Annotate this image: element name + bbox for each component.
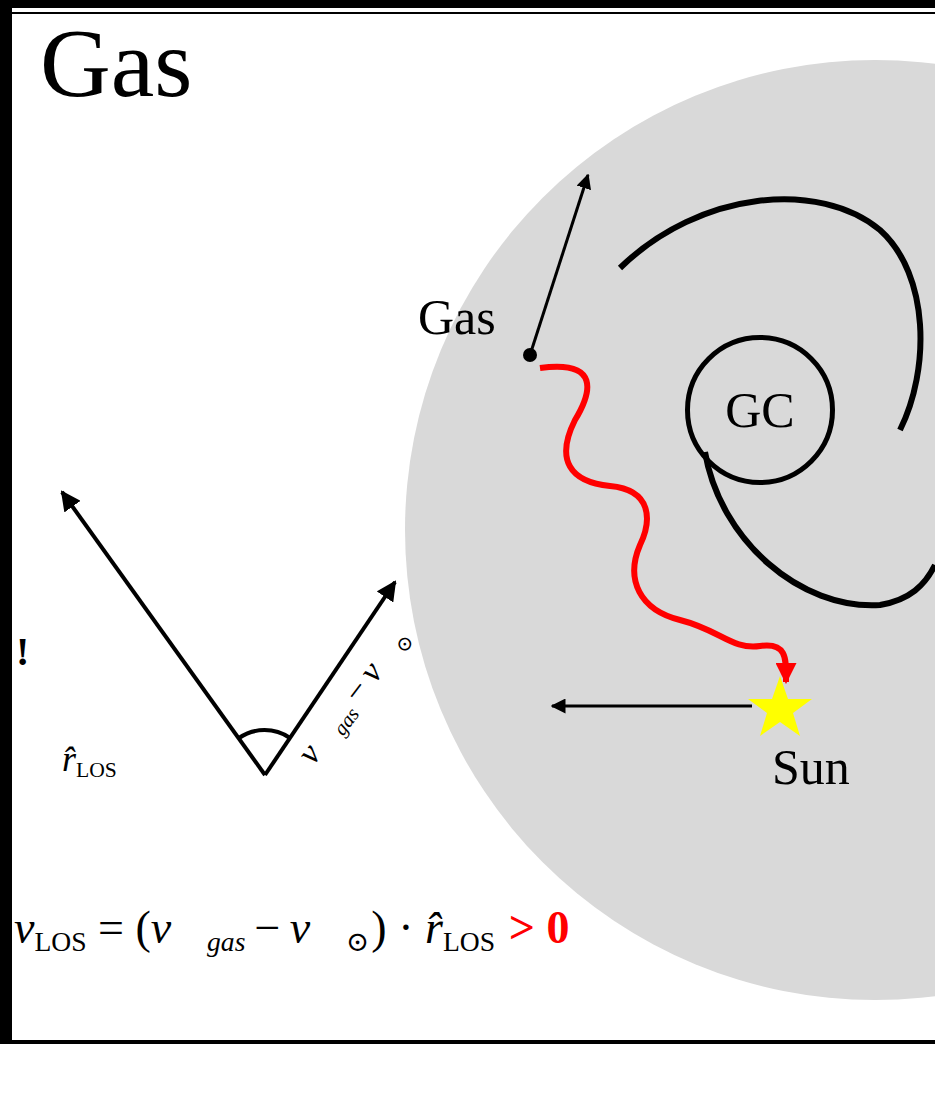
- subscript: ⊙: [346, 926, 369, 957]
- subscript: LOS: [34, 926, 86, 957]
- frame-top: [0, 0, 935, 8]
- math-symbol: −: [255, 902, 281, 953]
- title: Gas: [40, 14, 192, 112]
- subscript: gas: [207, 926, 245, 957]
- math-symbol: v⃗: [151, 902, 207, 953]
- frame-left: [0, 0, 12, 1044]
- gas-dot: [523, 348, 537, 362]
- relative-velocity-label: v⃗gas−v⃗⊙: [288, 619, 419, 773]
- node-text-wrap: GC: [725, 385, 794, 435]
- los-label: r̂LOS: [62, 738, 117, 784]
- cut-off-mark: !: [16, 632, 29, 672]
- gas-label: Gas: [418, 292, 496, 342]
- spiral-arm: [705, 452, 935, 605]
- math-symbol: = (: [98, 902, 151, 953]
- core-circle: GC: [685, 335, 835, 485]
- math-symbol: > 0: [509, 902, 570, 953]
- sun-velocity-arrow: [552, 705, 752, 708]
- galaxy-disk: [405, 60, 935, 1000]
- frame-bottom: [0, 1040, 935, 1044]
- node-label: GC: [725, 385, 794, 435]
- sun-label: Sun: [772, 742, 850, 792]
- math-symbol: r̂: [425, 902, 443, 953]
- sun-star: [748, 676, 812, 736]
- los-vector: [62, 492, 265, 775]
- subscript: LOS: [443, 926, 495, 957]
- subscript: LOS: [76, 758, 117, 782]
- angle-arc: [239, 730, 290, 738]
- math-symbol: v⃗: [290, 902, 346, 953]
- math-symbol: r̂: [62, 739, 76, 779]
- math-symbol: v: [14, 902, 34, 953]
- gas-velocity-arrow: [530, 175, 588, 355]
- los-velocity-equation: vLOS= (v⃗gas−v⃗⊙) ·r̂LOS> 0: [14, 900, 570, 958]
- math-symbol: ) ·: [371, 902, 413, 953]
